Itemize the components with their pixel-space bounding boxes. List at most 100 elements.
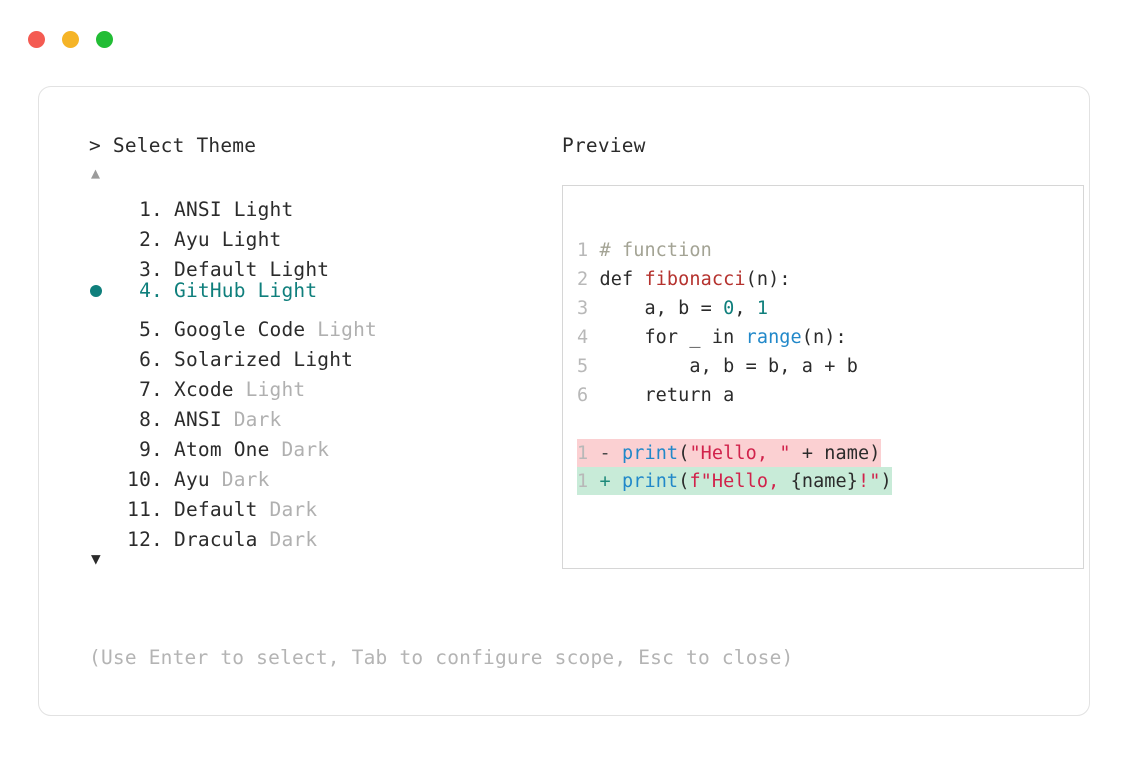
code-line-number: 1: [577, 240, 589, 261]
maximize-icon[interactable]: [96, 31, 113, 48]
theme-item-variant: Dark: [269, 438, 330, 461]
theme-list-item[interactable]: 12. Dracula Dark: [89, 516, 559, 551]
theme-list-item[interactable]: 5.Google Code Light: [89, 306, 559, 341]
selection-bullet-cell: [89, 366, 119, 396]
minimize-icon[interactable]: [62, 31, 79, 48]
theme-list[interactable]: 1. ANSI Light 2.Ayu Light 3.Default Light…: [89, 186, 559, 551]
theme-select-column: > Select Theme ▲ 1. ANSI Light 2.Ayu Ligh…: [89, 131, 559, 571]
code-token: {name}: [790, 471, 859, 492]
selection-bullet-cell: [89, 306, 119, 336]
code-token: a, b = b, a + b: [588, 356, 858, 377]
theme-item-number: 5.: [127, 318, 163, 341]
code-line: 4 for _ in range(n):: [577, 323, 892, 352]
theme-list-item[interactable]: 1. ANSI Light: [89, 186, 559, 221]
theme-list-item[interactable]: 3.Default Light: [89, 246, 559, 281]
theme-item-variant: Light: [245, 279, 318, 302]
scroll-down-indicator[interactable]: ▼: [91, 549, 101, 568]
code-token: def: [588, 269, 645, 290]
scroll-up-indicator[interactable]: ▲: [91, 164, 101, 182]
theme-item-variant: Light: [233, 378, 306, 401]
code-token: f"Hello,: [689, 471, 791, 492]
theme-item-name: Dracula: [174, 528, 258, 551]
theme-item-name: ANSI: [174, 198, 222, 221]
theme-item-variant: Light: [209, 228, 282, 251]
code-line: 5 a, b = b, a + b: [577, 352, 892, 381]
theme-list-item[interactable]: 11. Default Dark: [89, 486, 559, 521]
code-token: (: [678, 443, 690, 464]
code-token: 0: [723, 298, 735, 319]
theme-item-number: 11.: [127, 498, 163, 521]
code-token: (n):: [745, 269, 791, 290]
theme-item-variant: Dark: [257, 528, 318, 551]
code-line: 2 def fibonacci(n):: [577, 265, 892, 294]
theme-item-number: 9.: [127, 438, 163, 461]
selection-bullet-cell: [89, 276, 119, 306]
code-token: print: [621, 471, 679, 492]
theme-item-number: 6.: [127, 348, 163, 371]
close-icon[interactable]: [28, 31, 45, 48]
code-line: 3 a, b = 0, 1: [577, 294, 892, 323]
theme-item-name: Default: [174, 498, 258, 521]
code-token: [611, 471, 622, 492]
code-token: a, b =: [588, 298, 724, 319]
diff-removed-line: 1 - print("Hello, " + name): [577, 439, 881, 467]
theme-item-number: 8.: [127, 408, 163, 431]
theme-list-item[interactable]: 7. Xcode Light: [89, 366, 559, 401]
theme-item-name: GitHub: [174, 279, 246, 302]
theme-item-variant: Dark: [257, 498, 318, 521]
theme-list-item[interactable]: 9.Atom One Dark: [89, 426, 559, 461]
selection-bullet-cell: [89, 216, 119, 246]
theme-item-variant: Dark: [209, 468, 270, 491]
code-line: 1 # function: [577, 236, 892, 265]
theme-list-item[interactable]: 6. Solarized Light: [89, 336, 559, 371]
code-token: range: [745, 327, 802, 348]
theme-list-item[interactable]: 2.Ayu Light: [89, 216, 559, 251]
selection-bullet-cell: [89, 246, 119, 276]
theme-item-name: Xcode: [174, 378, 234, 401]
theme-item-variant: Dark: [221, 408, 282, 431]
theme-list-item[interactable]: 4. GitHub Light: [89, 276, 559, 306]
theme-item-variant: Light: [221, 198, 294, 221]
selection-bullet-cell: [89, 396, 119, 426]
code-token: # function: [588, 240, 712, 261]
theme-item-number: 1.: [127, 198, 163, 221]
selection-bullet-cell: [89, 426, 119, 456]
code-token: ): [880, 471, 892, 492]
theme-item-name: ANSI: [174, 408, 222, 431]
code-line-number: 1: [577, 443, 589, 464]
page-title-text: Select Theme: [112, 134, 257, 157]
code-token: !": [858, 471, 881, 492]
theme-list-item[interactable]: 10.Ayu Dark: [89, 456, 559, 491]
code-line-number: 6: [577, 385, 589, 406]
code-token: ,: [734, 298, 757, 319]
window-controls: [28, 31, 113, 48]
theme-item-name: Ayu: [174, 468, 210, 491]
code-token: "Hello, ": [689, 443, 791, 464]
card-content: > Select Theme ▲ 1. ANSI Light 2.Ayu Ligh…: [39, 87, 1089, 715]
selection-bullet-cell: [89, 486, 119, 516]
code-token: fibonacci: [644, 269, 746, 290]
theme-item-number: 4.: [127, 279, 163, 302]
theme-list-item[interactable]: 8. ANSI Dark: [89, 396, 559, 431]
code-token: (: [678, 471, 690, 492]
code-token: print: [621, 443, 679, 464]
selection-bullet-cell: [89, 186, 119, 216]
code-blank-line: [577, 410, 892, 439]
page-title: > Select Theme: [89, 131, 559, 161]
selection-bullet-cell: [89, 516, 119, 546]
selection-bullet-cell: [89, 456, 119, 486]
theme-item-name: Solarized: [174, 348, 282, 371]
theme-item-variant: Light: [281, 348, 354, 371]
prompt-marker: >: [89, 134, 101, 157]
code-line-number: 3: [577, 298, 589, 319]
theme-item-number: 12.: [127, 528, 163, 551]
code-token: 1: [756, 298, 769, 319]
preview-header: Preview: [562, 134, 646, 157]
code-line: 6 return a: [577, 381, 892, 410]
code-line-number: 4: [577, 327, 589, 348]
theme-item-number: 7.: [127, 378, 163, 401]
diff-sign: -: [588, 443, 611, 464]
